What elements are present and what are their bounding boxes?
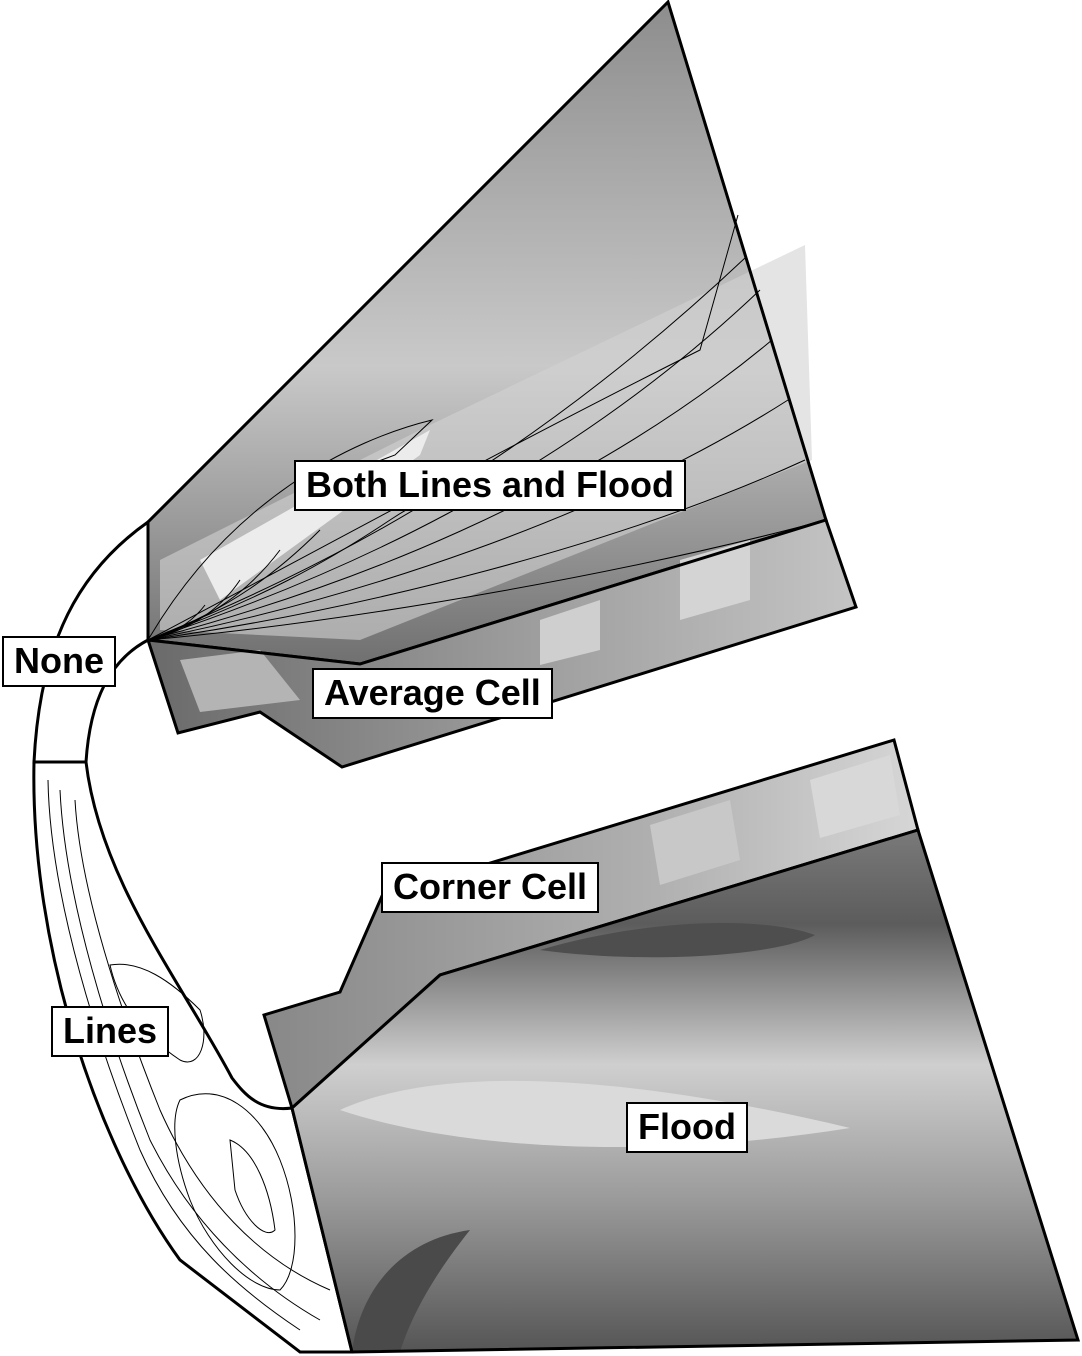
label-flood: Flood: [626, 1102, 748, 1153]
zone-lines: [32, 760, 354, 1354]
label-none: None: [2, 636, 116, 687]
label-corner-cell: Corner Cell: [381, 862, 600, 913]
label-both-lines-and-flood: Both Lines and Flood: [294, 460, 686, 511]
label-lines: Lines: [51, 1006, 170, 1057]
label-average-cell: Average Cell: [312, 668, 553, 719]
